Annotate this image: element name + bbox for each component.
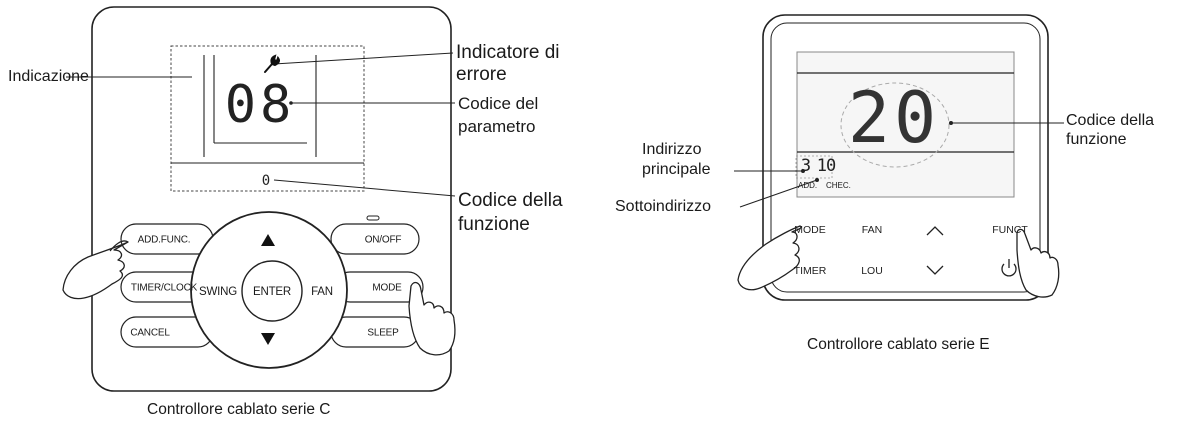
- sleep-button[interactable]: SLEEP: [367, 327, 399, 339]
- up-arrow-icon: [261, 234, 275, 246]
- funct-button[interactable]: FUNCT: [992, 224, 1028, 236]
- mode-button[interactable]: MODE: [372, 282, 402, 294]
- param-code-display: 08: [224, 75, 296, 135]
- label-function-code-line1: Codice della: [458, 190, 563, 211]
- label-main-address-line1: Indirizzo: [642, 141, 702, 158]
- chevron-up-button[interactable]: [923, 222, 947, 238]
- power-button[interactable]: [999, 258, 1019, 278]
- controller-e: 20 3 10 ADD. CHEC. MODE FAN FUNCT TIMER …: [600, 0, 1189, 423]
- swing-button[interactable]: SWING: [199, 286, 237, 298]
- caption-controller-e: Controllore cablato serie E: [807, 336, 990, 353]
- timer-clock-button[interactable]: TIMER/CLOCK: [130, 282, 198, 294]
- lou-button[interactable]: LOU: [861, 265, 883, 277]
- caption-controller-c: Controllore cablato serie C: [147, 401, 331, 418]
- main-address-display: 3: [800, 156, 812, 176]
- hand-pointer-icon: [62, 240, 129, 300]
- wrench-icon: [264, 54, 280, 73]
- chevron-up-icon: [926, 226, 944, 236]
- hand-pointer-icon: [737, 225, 802, 291]
- label-sub-address: Sottoindirizzo: [615, 198, 712, 215]
- label-error-indicator-line2: errore: [456, 64, 507, 85]
- fan-button[interactable]: FAN: [861, 224, 883, 236]
- controller-c-drawing: [62, 6, 456, 392]
- label-function-code-e-line1: Codice della: [1066, 112, 1155, 129]
- label-param-code-line1: Codice del: [458, 94, 539, 113]
- add-func-button[interactable]: ADD.FUNC.: [137, 234, 191, 246]
- mode-button[interactable]: MODE: [794, 224, 826, 236]
- function-code-display: 0: [261, 173, 271, 189]
- down-arrow-icon: [261, 333, 275, 345]
- lcd-e: [796, 51, 1015, 198]
- label-function-code-line2: funzione: [458, 214, 530, 235]
- timer-button[interactable]: TIMER: [793, 265, 827, 277]
- chec-indicator: CHEC.: [826, 181, 851, 190]
- power-icon: [1001, 259, 1017, 277]
- label-error-indicator-line1: Indicatore di: [456, 42, 560, 63]
- label-indicazione: Indicazione: [8, 68, 89, 85]
- label-function-code-e-line2: funzione: [1066, 131, 1127, 148]
- chevron-down-icon: [926, 265, 944, 275]
- controller-e-drawing: [734, 14, 1064, 301]
- enter-button[interactable]: ENTER: [253, 286, 291, 298]
- main-value-display: 20: [847, 77, 941, 159]
- controller-c: 08 0 ADD.FUNC. TIMER/CLOCK CANCEL ON/OFF…: [8, 6, 563, 418]
- fan-button[interactable]: FAN: [311, 286, 333, 298]
- hand-pointer-icon: [408, 281, 456, 356]
- hand-pointer-icon: [1016, 228, 1060, 298]
- lcd-c: [170, 45, 365, 192]
- on-off-button[interactable]: ON/OFF: [364, 234, 402, 246]
- label-main-address-line2: principale: [642, 161, 711, 178]
- cancel-button[interactable]: CANCEL: [130, 327, 170, 339]
- label-param-code-line2: parametro: [458, 117, 536, 136]
- add-indicator: ADD.: [798, 181, 818, 190]
- chevron-down-button[interactable]: [923, 263, 947, 279]
- sub-address-display: 10: [816, 156, 837, 176]
